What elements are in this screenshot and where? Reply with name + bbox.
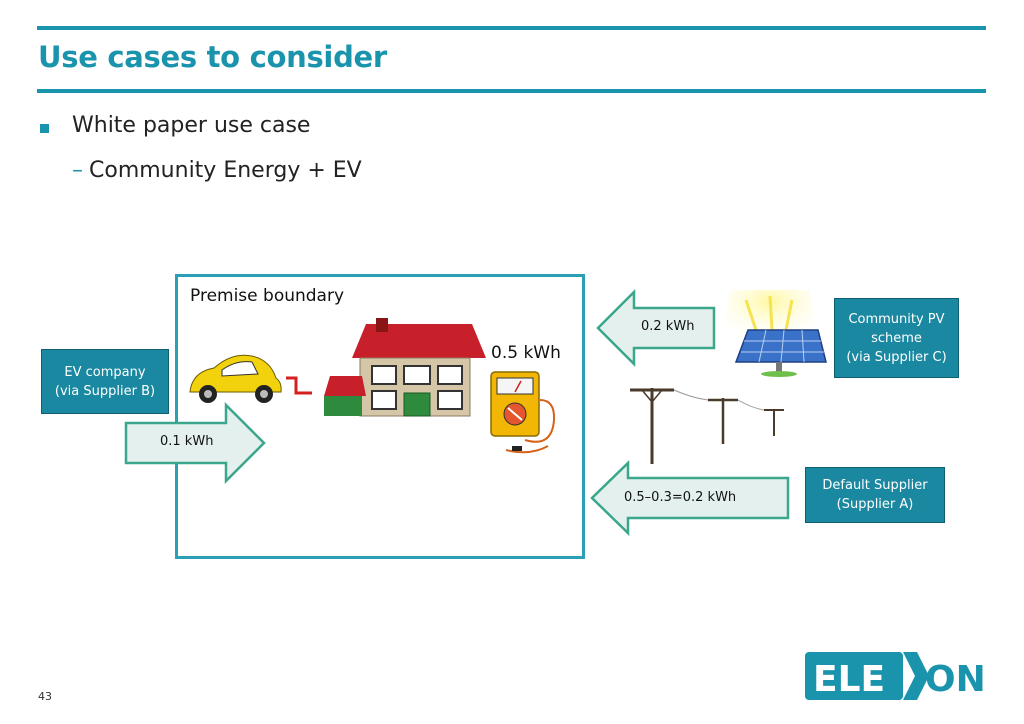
community-pv-line-2: scheme [871,330,922,346]
svg-text:ON: ON [925,659,986,700]
ev-arrow-label: 0.1 kWh [160,434,214,449]
pv-arrow-label: 0.2 kWh [641,319,695,334]
svg-text:ELE: ELE [813,659,885,700]
default-supplier-box: Default Supplier (Supplier A) [805,467,945,523]
community-pv-line-1: Community PV [848,311,945,327]
elexon-logo: ELE ON [805,652,987,704]
default-supplier-line-2: (Supplier A) [836,497,914,512]
meter-reading: 0.5 kWh [491,343,561,363]
top-rule [37,26,986,30]
premise-label: Premise boundary [190,286,345,306]
page-number: 43 [38,690,52,703]
default-supplier-line-1: Default Supplier [822,478,928,493]
bullet-square-icon [40,124,49,133]
ev-company-line-2: (via Supplier B) [54,383,156,399]
community-pv-line-3: (via Supplier C) [846,349,947,365]
page-title: Use cases to consider [38,40,387,74]
ev-company-box: EV company (via Supplier B) [41,349,169,414]
ev-company-line-1: EV company [64,364,146,380]
sub-bullet-dash: – [72,158,83,183]
sub-bullet-text: Community Energy + EV [89,158,362,183]
supplier-arrow-label: 0.5–0.3=0.2 kWh [624,490,737,505]
title-underline [37,89,986,93]
community-pv-box: Community PV scheme (via Supplier C) [834,298,959,378]
bullet-text: White paper use case [72,113,311,138]
